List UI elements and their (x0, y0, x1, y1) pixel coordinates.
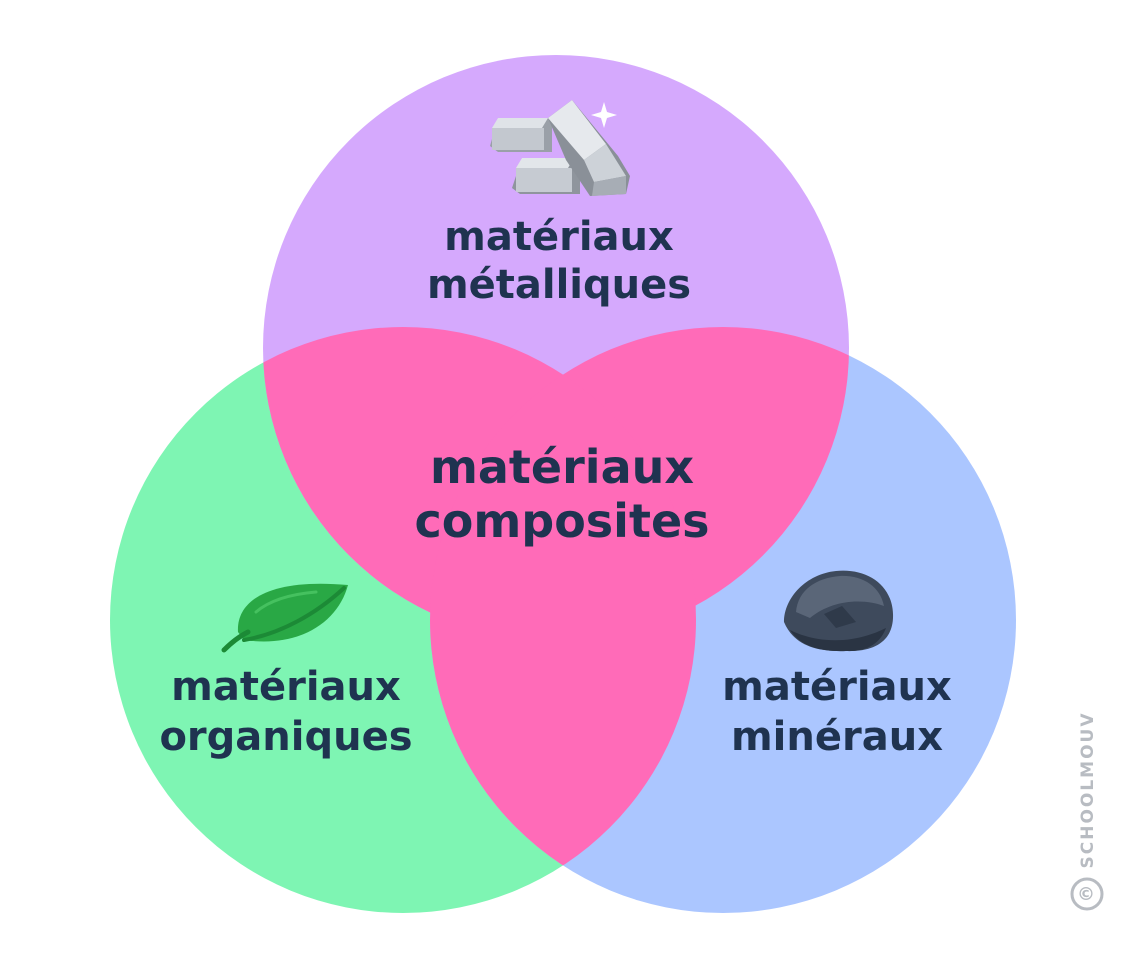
metal-bars-icon (490, 100, 630, 196)
copyright-icon (1070, 877, 1104, 911)
watermark-text: SCHOOLMOUV (1078, 711, 1098, 868)
mineral-label-line1: matériaux (722, 664, 952, 710)
organic-label-line2: organiques (159, 714, 412, 760)
composite-label-line1: matériaux (430, 440, 694, 494)
copyright-symbol: © (1077, 884, 1097, 905)
leaf-icon (221, 583, 348, 653)
metallic-label-line1: matériaux (444, 214, 674, 260)
organic-label-line1: matériaux (171, 664, 401, 710)
mineral-label-line2: minéraux (731, 714, 943, 760)
watermark: © SCHOOLMOUV (1070, 711, 1104, 911)
composite-label-line2: composites (414, 494, 709, 548)
rock-icon (784, 570, 894, 652)
metallic-label-line2: métalliques (427, 262, 691, 308)
